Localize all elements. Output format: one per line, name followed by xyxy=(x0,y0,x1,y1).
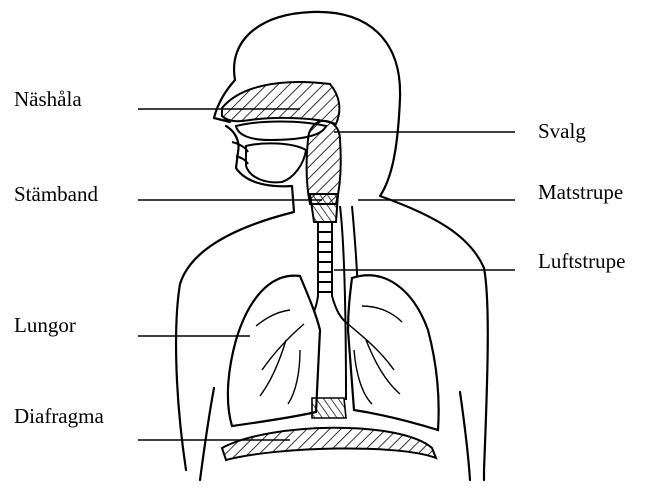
label-stamband: Stämband xyxy=(14,184,98,205)
larynx xyxy=(310,194,338,222)
nasal-cavity xyxy=(222,82,339,124)
label-luftstrupe: Luftstrupe xyxy=(538,251,625,272)
left-arm xyxy=(200,388,214,480)
pharynx xyxy=(307,121,341,204)
left-lung xyxy=(228,276,320,426)
right-arm xyxy=(460,392,470,480)
diaphragm xyxy=(222,428,436,460)
mediastinum-base xyxy=(312,398,346,418)
label-lungor: Lungor xyxy=(14,315,76,336)
label-diafragma: Diafragma xyxy=(14,406,104,427)
label-matstrupe: Matstrupe xyxy=(538,182,623,203)
right-lung xyxy=(348,275,439,430)
tongue xyxy=(246,143,306,182)
label-nashala: Näshåla xyxy=(14,89,82,110)
label-svalg: Svalg xyxy=(538,121,586,142)
